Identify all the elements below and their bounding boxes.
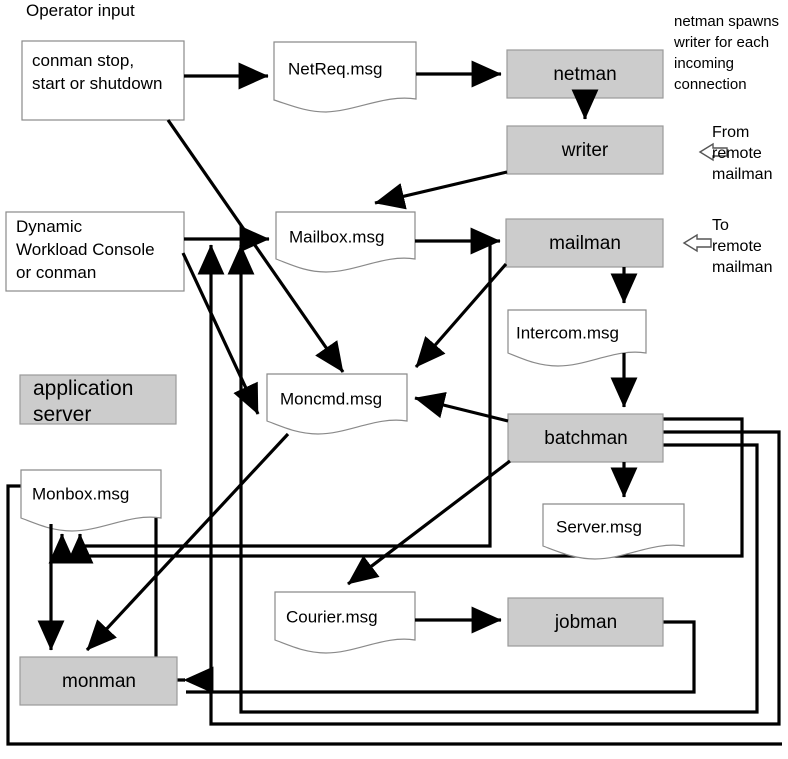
legend-application-server-box (19, 374, 177, 425)
node-mailbox-document[interactable] (275, 211, 416, 273)
edge-batchman-moncmd (414, 392, 509, 423)
edge-conman-moncmd (166, 119, 345, 373)
edge-batchman-courier (347, 459, 511, 586)
to-remote-mailman-arrow-icon (682, 233, 712, 253)
node-jobman-label: jobman (554, 612, 617, 633)
from-remote-mailman-arrow-icon (698, 142, 728, 162)
node-writer-box[interactable] (506, 125, 664, 175)
edge-mailman-moncmd (414, 262, 508, 369)
node-monbox-document[interactable] (20, 469, 162, 532)
node-conman-command-label: conman stop,start or shutdown (32, 51, 162, 93)
node-dynamic-workload-console-box[interactable] (5, 211, 185, 292)
node-server-label: Server.msg (556, 517, 642, 536)
node-intercom-document[interactable] (507, 309, 647, 367)
edge-batchman-mailbox (197, 244, 781, 726)
node-monman-label: monman (62, 671, 136, 692)
node-moncmd-document[interactable] (266, 373, 408, 435)
node-batchman-label: batchman (544, 428, 627, 449)
node-writer-label: writer (561, 140, 609, 161)
node-mailbox-label: Mailbox.msg (289, 227, 384, 246)
node-batchman-box[interactable] (507, 413, 664, 463)
edge-writer-mailbox (374, 170, 508, 210)
edge-moncmd-monman (85, 432, 290, 652)
edge-mailman-monbox (66, 245, 492, 564)
edge-monbox-loop (148, 488, 185, 682)
node-intercom-label: Intercom.msg (516, 323, 619, 342)
node-mailman-label: mailman (549, 233, 621, 254)
node-jobman-box[interactable] (507, 597, 664, 647)
node-netreq-label: NetReq.msg (288, 59, 382, 78)
edge-monbox-outer-rail (6, 500, 782, 746)
node-courier-document[interactable] (274, 591, 416, 654)
node-courier-label: Courier.msg (286, 607, 378, 626)
edge-dwc-moncmd (181, 252, 260, 415)
diagram-title: Operator input (26, 1, 135, 20)
node-server-document[interactable] (542, 503, 685, 560)
node-netreq-document[interactable] (273, 41, 417, 113)
node-mailman-box[interactable] (505, 218, 664, 268)
edge-jobman-monman (186, 620, 696, 694)
node-monman-box[interactable] (19, 656, 178, 706)
node-monbox-label: Monbox.msg (32, 484, 129, 503)
node-netman-label: netman (553, 64, 616, 85)
node-moncmd-label: Moncmd.msg (280, 389, 382, 408)
node-conman-command-box[interactable] (21, 40, 185, 121)
